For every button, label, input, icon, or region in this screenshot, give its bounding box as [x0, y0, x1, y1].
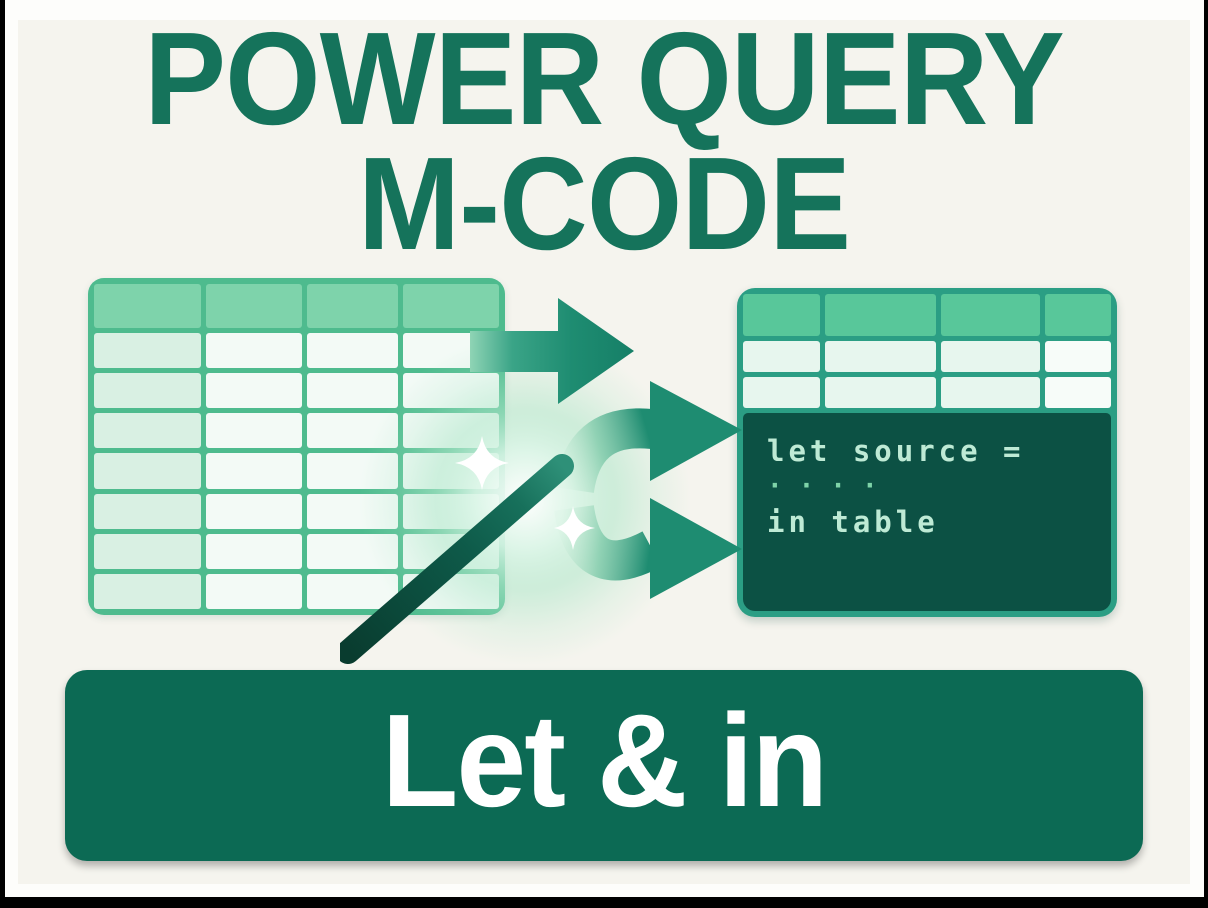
source-table-cell — [94, 453, 202, 489]
result-table-header-cell — [825, 294, 936, 336]
result-table-header-cell — [743, 294, 821, 336]
source-table-cell — [94, 533, 202, 569]
source-table-cell — [94, 493, 202, 529]
source-table-header-cell — [206, 284, 303, 328]
result-table-row — [743, 341, 1111, 372]
source-table-cell — [94, 373, 202, 409]
arrow-right-icon — [470, 298, 634, 404]
result-table-header-cell — [940, 294, 1040, 336]
result-table-cell — [1044, 341, 1111, 372]
source-table-cell — [94, 413, 202, 449]
source-table-header-cell — [403, 284, 499, 328]
result-table-cell — [825, 341, 936, 372]
magic-wand-icon — [340, 454, 574, 664]
sparkle-icon — [554, 506, 595, 550]
source-table-cell — [206, 453, 303, 489]
code-line: in table — [767, 505, 939, 540]
result-table-cell — [940, 341, 1040, 372]
result-table-cell — [743, 341, 821, 372]
source-table-cell — [206, 573, 303, 609]
curved-arrow-down-head — [650, 498, 742, 599]
title-line-2: M-CODE — [357, 130, 851, 278]
source-table-cell — [94, 333, 202, 369]
result-table-cell — [940, 377, 1040, 408]
result-table-row — [743, 377, 1111, 408]
result-table-cell — [825, 377, 936, 408]
source-table-header-cell — [94, 284, 202, 328]
result-table: let source =····in table — [737, 288, 1117, 617]
code-line: ···· — [767, 471, 894, 502]
result-table-header-row — [743, 294, 1111, 336]
page-title: POWER QUERY M-CODE — [42, 5, 1165, 278]
source-table-cell — [206, 373, 303, 409]
source-table-cell — [94, 573, 202, 609]
source-table-cell — [307, 333, 399, 369]
curved-arrow-up-icon — [554, 408, 654, 494]
source-table-cell — [206, 533, 303, 569]
result-table-header-cell — [1044, 294, 1111, 336]
result-table-cell — [1044, 377, 1111, 408]
source-table-cell — [206, 413, 303, 449]
source-table-cell — [206, 333, 303, 369]
transform-graphics — [340, 298, 742, 680]
code-block: let source =····in table — [743, 413, 1111, 611]
sparkle-icon — [455, 436, 509, 490]
source-table-header-cell — [307, 284, 399, 328]
source-table-cell — [206, 493, 303, 529]
code-line: let source = — [767, 434, 1025, 468]
topic-banner: Let & in — [65, 670, 1143, 861]
banner-label: Let & in — [381, 686, 828, 834]
result-table-cell — [743, 377, 821, 408]
title-line-1: POWER QUERY — [144, 5, 1065, 152]
curved-arrow-up-head — [650, 381, 742, 481]
